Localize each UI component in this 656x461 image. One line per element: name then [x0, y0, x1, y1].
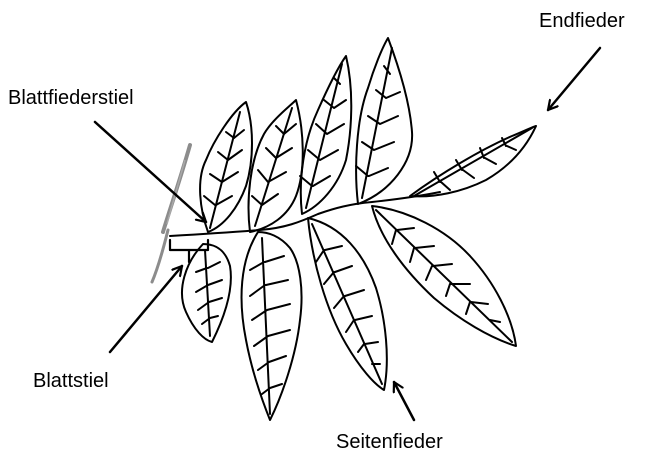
label-seitenfieder: Seitenfieder	[336, 432, 443, 452]
twig	[152, 145, 190, 282]
leaflet-upper-second	[249, 100, 303, 232]
arrow-endfieder	[548, 48, 600, 110]
leaflet-upper-third	[300, 56, 351, 214]
leaflet-lower-third	[308, 218, 387, 390]
leaflet-upper-fourth	[356, 38, 412, 204]
label-endfieder: Endfieder	[539, 11, 625, 31]
leaflet-upper-left	[200, 102, 252, 232]
leaflet-lower-fourth	[372, 206, 516, 346]
leaflet-lower-middle	[242, 232, 302, 420]
arrow-blattstiel	[110, 266, 182, 352]
label-blattfiederstiel: Blattfiederstiel	[8, 88, 134, 108]
leaflet-terminal	[410, 126, 536, 196]
label-blattstiel: Blattstiel	[33, 371, 109, 391]
arrow-blattfiederstiel	[95, 122, 206, 222]
arrow-seitenfieder	[394, 382, 414, 420]
